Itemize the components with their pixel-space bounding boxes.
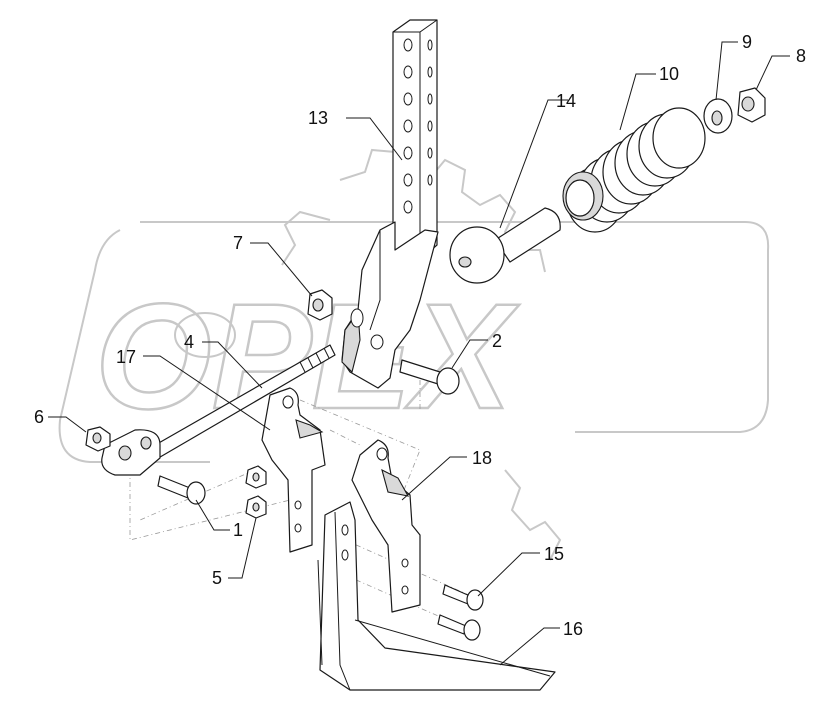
part-16-blade xyxy=(317,501,556,691)
callout-6: 6 xyxy=(34,407,44,427)
part-2-bolt xyxy=(399,359,460,395)
part-4-rod xyxy=(101,344,336,476)
callout-16: 16 xyxy=(563,619,583,639)
part-9-washer xyxy=(703,98,733,134)
part-13-adjuster-bar xyxy=(392,19,438,259)
watermark-logo: OPEX xyxy=(58,148,770,561)
part-18-bracket xyxy=(351,439,421,613)
part-15-bolts xyxy=(437,584,484,641)
upper-bracket xyxy=(341,221,439,389)
callout-2: 2 xyxy=(492,331,502,351)
part-7-nut xyxy=(307,289,333,321)
callout-8: 8 xyxy=(796,46,806,66)
part-1-bolt xyxy=(157,475,206,505)
leader-lines xyxy=(48,41,790,666)
watermark-frame xyxy=(58,221,770,463)
callout-17: 17 xyxy=(116,347,136,367)
callout-5: 5 xyxy=(212,568,222,588)
callout-7: 7 xyxy=(233,233,243,253)
part-10-spring xyxy=(562,107,706,233)
part-6-nut xyxy=(85,426,111,452)
callout-14: 14 xyxy=(556,91,576,111)
callout-15: 15 xyxy=(544,544,564,564)
callouts: 13 14 10 9 8 7 2 4 17 6 1 5 18 15 16 xyxy=(34,32,806,639)
callout-9: 9 xyxy=(742,32,752,52)
callout-4: 4 xyxy=(184,332,194,352)
watermark-text: OPEX xyxy=(95,272,520,440)
part-5-nuts xyxy=(245,465,267,519)
callout-10: 10 xyxy=(659,64,679,84)
part-17-bracket xyxy=(261,387,326,553)
part-14-pin xyxy=(449,207,561,284)
watermark-o-hole xyxy=(174,312,236,358)
callout-13: 13 xyxy=(308,108,328,128)
callout-18: 18 xyxy=(472,448,492,468)
part-8-nut xyxy=(737,87,766,123)
callout-1: 1 xyxy=(233,520,243,540)
